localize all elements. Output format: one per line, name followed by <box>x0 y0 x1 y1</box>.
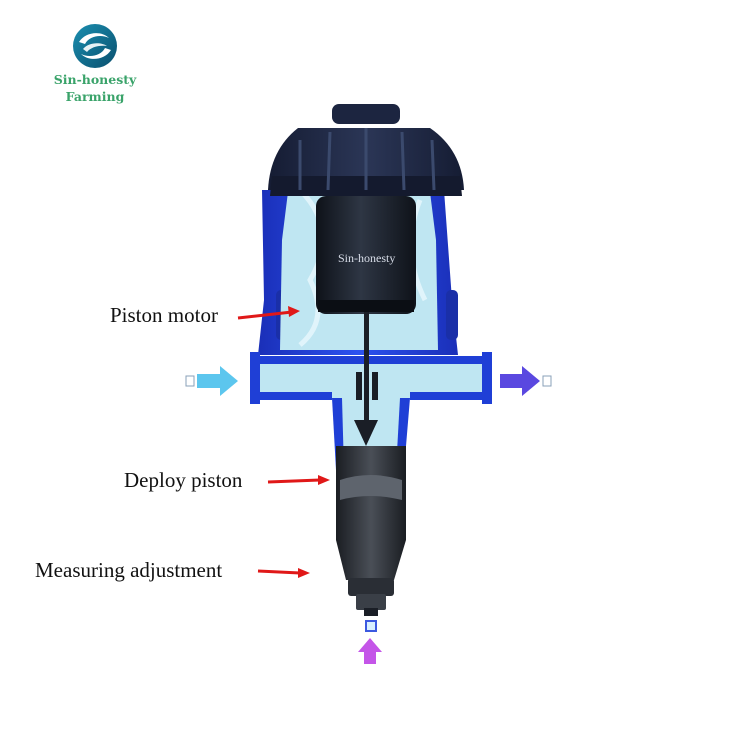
piston-motor <box>316 196 416 314</box>
brand-logo: Sin-honesty Farming <box>40 22 150 104</box>
deploy-piston-sleeve <box>336 446 406 580</box>
flow-pipe <box>250 352 492 404</box>
piston-rod <box>354 312 378 446</box>
outlet-flow-arrow <box>500 366 552 396</box>
pointer-arrow-deploy-piston <box>267 475 330 485</box>
watermark-text: Sin-honesty <box>338 251 396 265</box>
pointer-arrow-measuring-adjustment <box>257 568 310 578</box>
label-piston-motor: Piston motor <box>110 303 218 327</box>
inlet-flow-arrow <box>185 366 238 396</box>
pointer-arrow-piston-motor <box>237 306 300 320</box>
suction-port <box>365 620 377 632</box>
logo-text-line2: Farming <box>65 89 125 104</box>
spiral-wave-icon <box>73 24 117 68</box>
pump-cap <box>268 104 464 196</box>
logo-text-line1: Sin-honesty <box>53 72 137 87</box>
suction-flow-arrow <box>358 638 382 664</box>
label-deploy-piston: Deploy piston <box>124 468 243 492</box>
measuring-adjustment-knob <box>348 578 394 616</box>
label-measuring-adjustment: Measuring adjustment <box>35 558 223 582</box>
